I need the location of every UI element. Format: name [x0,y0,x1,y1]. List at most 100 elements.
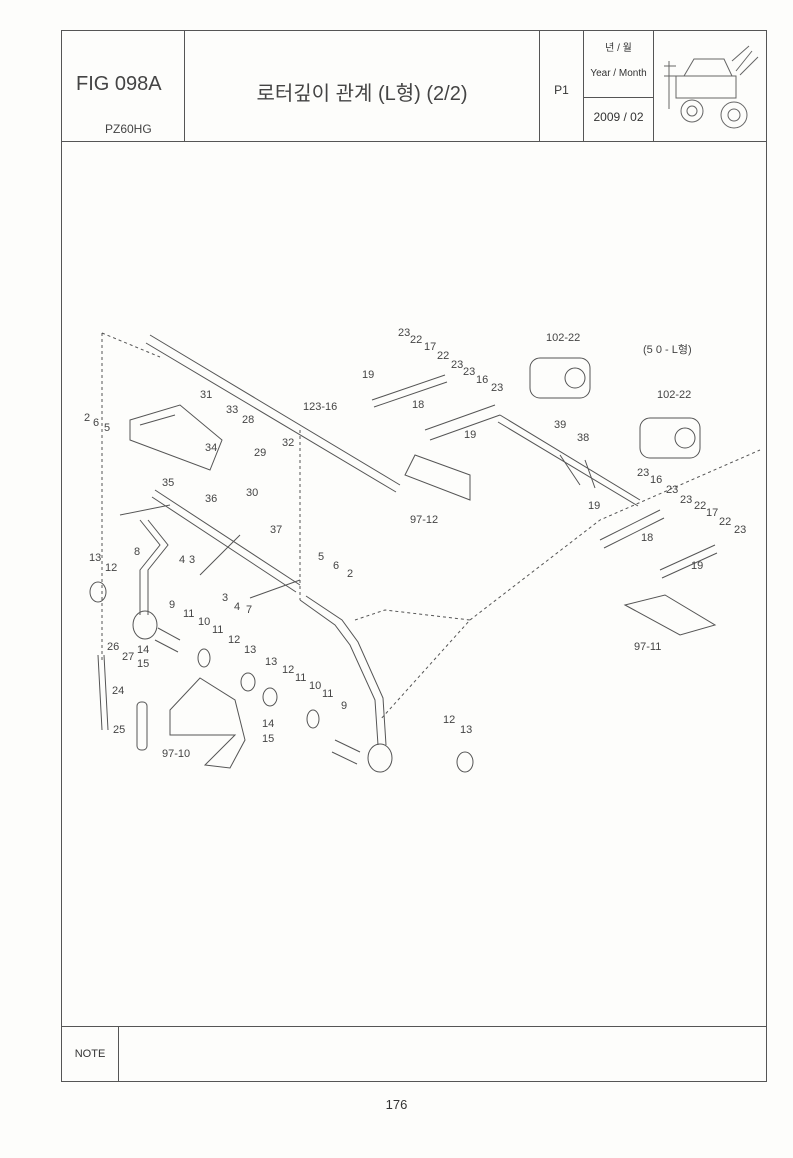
part-callout: 38 [577,432,589,444]
part-callout: 9 [341,700,347,712]
part-callout: 23 [637,467,649,479]
note-label: NOTE [62,1027,119,1081]
part-callout: 13 [244,644,256,656]
part-callout: 10 [198,616,210,628]
part-callout: 12 [282,664,294,676]
bent-rod-lower [299,595,387,746]
part-callout: 23 [398,327,410,339]
part-callout: 18 [412,399,424,411]
part-callout: 5 [318,551,324,563]
header-table: FIG 098A PZ60HG 로터깊이 관계 (L형) (2/2) P1 년 … [62,31,766,142]
bent-rod-8 [139,519,169,615]
part-callout: 6 [333,560,339,572]
part-callout: 31 [200,389,212,401]
part-callout: 10 [309,680,321,692]
part-callout: 22 [694,500,706,512]
page-number: 176 [385,1097,408,1112]
gearbox-lower [639,417,701,459]
part-callout: 27 [122,651,134,663]
part-callout: 16 [476,374,488,386]
page-title: 로터깊이 관계 (L형) (2/2) [256,83,468,105]
part-callout: 97-11 [634,641,661,653]
part-callout: 5 [104,422,110,434]
page-ref: P1 [554,83,569,97]
part-callout: 11 [295,672,306,684]
part-callout: 6 [93,417,99,429]
part-callout: 25 [113,724,125,736]
part-callout: 9 [169,599,175,611]
catalog-frame: FIG 098A PZ60HG 로터깊이 관계 (L형) (2/2) P1 년 … [61,30,767,1082]
year-month-label-kr: 년 / 월 [605,43,632,54]
part-callout: 19 [464,429,476,441]
part-callout: 13 [89,552,101,564]
part-callout: 19 [691,560,703,572]
part-callout: 17 [706,507,718,519]
shaft-37 [151,489,301,593]
figure-number: FIG 098A [76,73,162,95]
part-callout: 24 [112,685,124,697]
part-callout: 23 [680,494,692,506]
machine-thumbnail [654,31,766,141]
rice-transplanter-icon [664,45,759,129]
part-callout: 23 [491,382,503,394]
part-callout: 102-22 [546,332,580,344]
part-callout: 19 [588,500,600,512]
rod-123-16 [145,334,401,493]
part-callout: 97-10 [162,748,190,760]
part-callout: 30 [246,487,258,499]
part-callout: 16 [650,474,662,486]
title-cell: 로터깊이 관계 (L형) (2/2) [185,31,540,141]
part-callout: 12 [443,714,455,726]
part-callout: 12 [105,562,117,574]
part-callout: (5 0 - L형) [643,343,692,356]
part-callout: 14 [262,718,274,730]
part-callout: 14 [137,644,149,656]
date-cell: 년 / 월 Year / Month 2009 / 02 [584,31,654,141]
part-callout: 4 [234,601,240,613]
rod-39 [497,414,641,507]
lever-plate [129,404,223,471]
part-callout: 23 [666,484,678,496]
part-callout: 11 [183,608,194,620]
part-callout: 11 [212,624,223,636]
part-callout: 36 [205,493,217,505]
part-callout: 8 [134,546,140,558]
part-callout: 2 [84,412,90,424]
page-ref-cell: P1 [540,31,584,141]
part-callout: 13 [265,656,277,668]
date-value: 2009 / 02 [593,110,644,124]
part-callout: 15 [262,733,274,745]
part-callout: 22 [410,334,422,346]
gearbox-upper [529,357,591,399]
part-callout: 22 [719,516,731,528]
bracket-97-10 [169,677,246,769]
part-callout: 12 [228,634,240,646]
part-callout: 2 [347,568,353,580]
year-month-label-en: Year / Month [590,68,647,79]
part-callout: 29 [254,447,266,459]
part-callout: 7 [246,604,252,616]
part-callout: 26 [107,641,119,653]
part-callout: 34 [205,442,217,454]
part-callout: 23 [451,359,463,371]
part-callout: 123-16 [303,401,337,413]
part-callout: 13 [460,724,472,736]
part-callout: 28 [242,414,254,426]
part-callout: 3 [189,554,195,566]
part-callout: 33 [226,404,238,416]
part-callout: 23 [734,524,746,536]
part-callout: 35 [162,477,174,489]
part-callout: 3 [222,592,228,604]
figure-cell: FIG 098A PZ60HG [62,31,185,141]
part-callout: 4 [179,554,185,566]
part-callout: 19 [362,369,374,381]
note-row: NOTE [62,1026,766,1081]
part-callout: 15 [137,658,149,670]
part-callout: 39 [554,419,566,431]
part-callout: 32 [282,437,294,449]
part-callout: 37 [270,524,282,536]
part-callout: 17 [424,341,436,353]
part-callout: 11 [322,688,333,700]
part-callout: 97-12 [410,514,438,526]
